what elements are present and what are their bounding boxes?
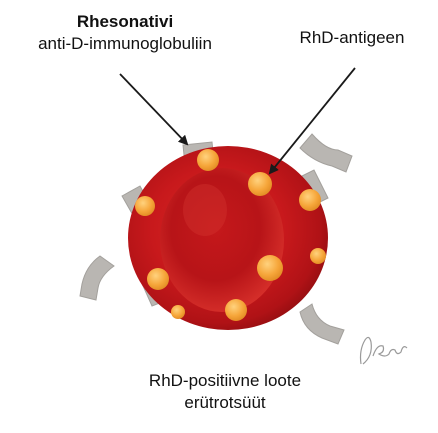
antigen-dot [147,268,169,290]
artist-signature [359,336,408,365]
antigen-dot [225,299,247,321]
antigen-dot [310,248,326,264]
drug-arrow [119,73,189,146]
drug-label: Rhesonativi anti-D-immunoglobuliin [0,12,250,54]
red-blood-cell [128,146,328,330]
antigen-dot [248,172,272,196]
antigen-dot [135,196,155,216]
antigen-dot [197,149,219,171]
antigen-dot [257,255,283,281]
antigen-arrow [268,67,356,175]
antigen-label: RhD-antigeen [299,28,405,47]
antibody-free-left-icon [79,255,115,301]
free-antibodies [79,133,353,345]
antigen-group [135,149,326,321]
cell-label-line2: erütrotsüüt [184,393,266,413]
cell-label-line1: RhD-positiivne loote [148,371,302,390]
antigen-dot [299,189,321,211]
antigen-dot [171,305,185,319]
antibody-free-top-right-icon [299,133,353,173]
cell-label: RhD-positiivne loote erütrotsüüt [90,370,360,414]
antibody-free-bottom-right-icon [299,303,345,345]
drug-name: Rhesonativi [76,12,174,31]
drug-description: anti-D-immunoglobuliin [38,34,212,54]
